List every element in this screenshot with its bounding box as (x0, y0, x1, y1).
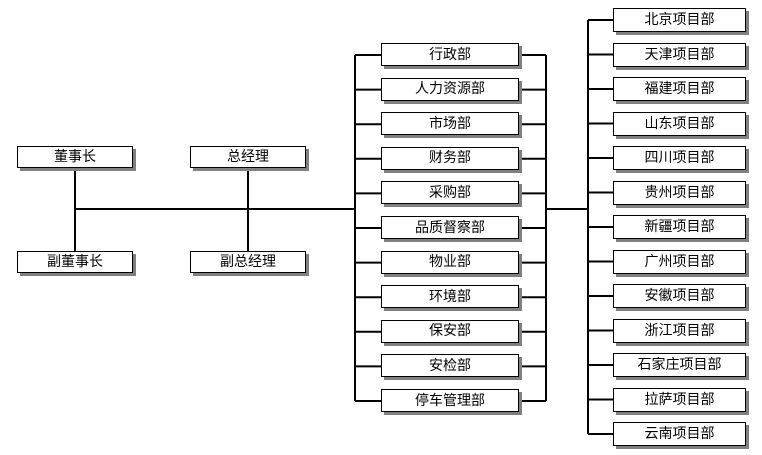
department-box: 环境部 (381, 285, 519, 309)
department-label: 物业部 (429, 254, 471, 271)
project-label: 北京项目部 (644, 12, 715, 28)
project-box: 四川项目部 (613, 146, 746, 170)
project-box: 新疆项目部 (613, 215, 746, 239)
department-label: 环境部 (429, 288, 471, 305)
department-box: 保安部 (381, 319, 519, 343)
project-box: 福建项目部 (613, 77, 746, 101)
project-label: 福建项目部 (644, 81, 715, 97)
project-label: 拉萨项目部 (644, 391, 715, 408)
project-label: 浙江项目部 (644, 322, 715, 339)
project-label: 石家庄项目部 (637, 357, 722, 373)
chairman-label: 董事长 (54, 149, 96, 165)
department-box: 人力资源部 (381, 77, 519, 101)
vice-chairman-label: 副董事长 (47, 254, 103, 270)
department-box: 采购部 (381, 181, 519, 205)
deputy-general-manager-label: 副总经理 (220, 254, 276, 270)
department-label: 停车管理部 (415, 392, 485, 409)
chairman-box: 董事长 (17, 146, 133, 168)
project-label: 四川项目部 (644, 150, 715, 166)
project-box: 拉萨项目部 (613, 387, 746, 412)
department-box: 安检部 (381, 354, 519, 378)
department-box: 财务部 (381, 146, 519, 170)
project-box: 山东项目部 (613, 111, 746, 136)
project-label: 天津项目部 (644, 46, 715, 63)
project-label: 新疆项目部 (644, 219, 715, 235)
project-box: 石家庄项目部 (613, 353, 746, 377)
project-box: 浙江项目部 (613, 318, 746, 343)
department-label: 保安部 (429, 323, 471, 340)
project-label: 云南项目部 (644, 426, 715, 442)
department-label: 采购部 (429, 184, 471, 201)
project-box: 广州项目部 (613, 249, 746, 274)
project-label: 安徽项目部 (644, 288, 715, 304)
department-label: 行政部 (429, 46, 471, 63)
department-box: 物业部 (381, 250, 519, 274)
project-box: 云南项目部 (613, 422, 746, 446)
department-label: 财务部 (429, 150, 471, 167)
vice-chairman-box: 副董事长 (17, 251, 133, 273)
project-box: 安徽项目部 (613, 284, 746, 308)
department-label: 人力资源部 (415, 81, 485, 98)
department-box: 品质督察部 (381, 216, 519, 239)
department-box: 停车管理部 (381, 389, 519, 412)
department-box: 行政部 (381, 43, 519, 66)
project-box: 北京项目部 (613, 8, 746, 32)
project-label: 贵州项目部 (644, 184, 715, 201)
department-label: 品质督察部 (415, 219, 485, 236)
department-label: 市场部 (429, 115, 471, 132)
project-label: 广州项目部 (644, 253, 715, 270)
general-manager-label: 总经理 (227, 149, 269, 165)
project-box: 天津项目部 (613, 42, 746, 67)
department-label: 安检部 (429, 357, 471, 374)
deputy-general-manager-box: 副总经理 (190, 251, 306, 273)
project-box: 贵州项目部 (613, 180, 746, 205)
project-label: 山东项目部 (644, 115, 715, 132)
department-box: 市场部 (381, 112, 519, 136)
general-manager-box: 总经理 (190, 146, 306, 168)
